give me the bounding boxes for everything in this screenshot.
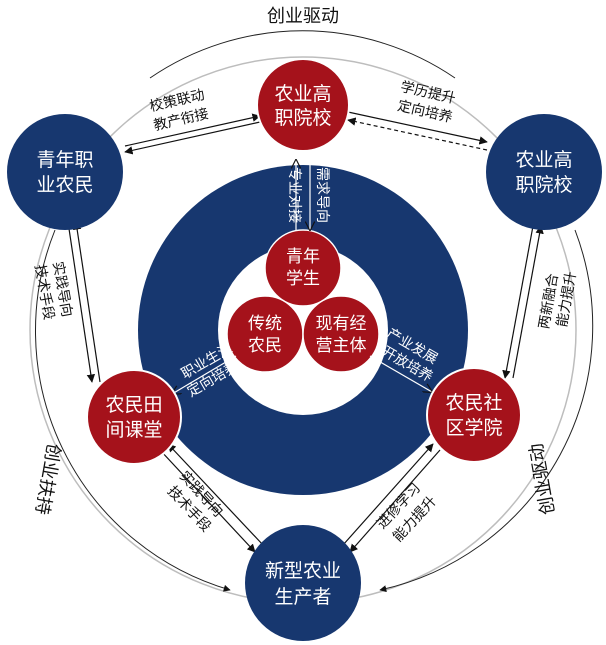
arc-left: [35, 229, 231, 592]
svg-text:新型农业: 新型农业: [265, 560, 341, 582]
node-school-right: 农业高 职院校: [486, 114, 602, 230]
edge-top-right: [347, 111, 488, 151]
svg-text:青年职: 青年职: [36, 149, 93, 171]
outer-label-top: 创业驱动: [267, 6, 339, 27]
svg-text:职院校: 职院校: [274, 107, 331, 129]
edge-bottom-right: [342, 443, 441, 553]
svg-text:青年: 青年: [286, 247, 320, 267]
svg-text:农业高: 农业高: [274, 83, 331, 105]
outer-label-left: 创业扶持: [31, 442, 64, 517]
svg-text:现有经: 现有经: [316, 314, 367, 334]
node-field-class: 农民田 间课堂: [86, 369, 182, 465]
edge-left: [67, 221, 101, 383]
ring-label-top-a: 专业对接: [286, 167, 303, 223]
node-school-top: 农业高 职院校: [256, 58, 350, 152]
inner-node-operators: 现有经 营主体: [302, 295, 380, 373]
svg-text:学生: 学生: [286, 269, 320, 289]
svg-text:农民田: 农民田: [105, 394, 162, 416]
svg-text:营主体: 营主体: [316, 336, 367, 356]
svg-text:传统: 传统: [248, 314, 282, 334]
donut-arrows: [172, 160, 432, 394]
node-new-producer: 新型农业 生产者: [245, 525, 361, 641]
svg-text:农民: 农民: [248, 336, 282, 356]
arc-right: [379, 229, 594, 593]
svg-text:间课堂: 间课堂: [105, 419, 162, 441]
inner-node-youth-student: 青年 学生: [264, 229, 342, 307]
svg-text:区学院: 区学院: [445, 417, 502, 439]
edge-right: [502, 225, 544, 379]
svg-text:职院校: 职院校: [515, 174, 572, 196]
node-community-college: 农民社 区学院: [426, 367, 522, 463]
svg-text:业农民: 业农民: [36, 174, 93, 196]
edge-bottom-left: [159, 443, 264, 553]
svg-text:生产者: 生产者: [274, 586, 331, 608]
inner-node-traditional-farmer: 传统 农民: [226, 295, 304, 373]
edge-top-left: [124, 113, 261, 155]
node-youth-farmer: 青年职 业农民: [7, 114, 123, 230]
svg-text:农民社: 农民社: [445, 392, 502, 414]
svg-text:农业高: 农业高: [515, 149, 572, 171]
outer-label-right: 创业驱动: [526, 442, 559, 517]
arc-top: [149, 30, 456, 79]
ring-label-top-b: 需求导向: [314, 167, 330, 223]
